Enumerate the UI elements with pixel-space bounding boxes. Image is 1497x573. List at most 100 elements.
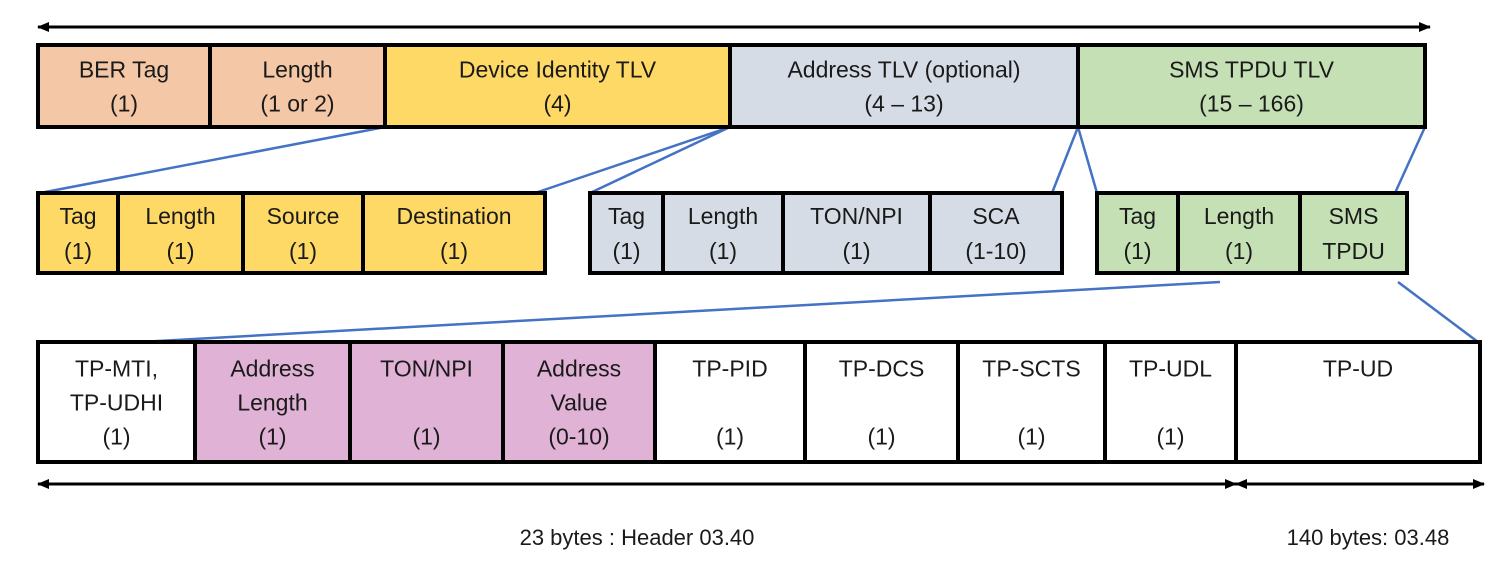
row2a-length-line-1: (1) (166, 238, 194, 264)
row3-ton-npi-cell: TON/NPI (1) (348, 340, 505, 464)
row3-address-length-line-2: (1) (258, 423, 286, 449)
device-identity-tlv-detail: Tag(1)Length(1)Source(1)Destination(1) (36, 191, 547, 275)
row1-ber-tag-line-1: (1) (110, 90, 138, 116)
row1-address-tlv-box (728, 43, 1080, 129)
row2c-sms-tpdu-box (1298, 191, 1409, 275)
row2a-length-cell: Length(1) (116, 191, 245, 275)
row2b-tag-line-1: (1) (612, 238, 640, 264)
row3-tp-scts-box (956, 340, 1107, 464)
row2a-tag-box (36, 191, 120, 275)
row1-length-line-1: (1 or 2) (260, 90, 334, 116)
row2c-length-line-0: Length (1204, 203, 1274, 229)
connector-device-right (534, 125, 731, 195)
connector-sms-left (1076, 126, 1099, 194)
row3-tp-ud-box (1234, 340, 1482, 464)
row1-device-identity-tlv-line-0: Device Identity TLV (459, 56, 657, 82)
row2b-length-cell: Length (1) (661, 191, 785, 275)
row3-tp-scts-line-0: TP-SCTS (982, 355, 1080, 381)
row3-tp-ud-cell: TP-UD (1234, 340, 1482, 464)
row1-ber-tag-cell: BER Tag (1) (36, 43, 212, 129)
row3-tp-udl-cell: TP-UDL (1) (1103, 340, 1238, 464)
row2b-length-line-0: Length (688, 203, 758, 229)
row3-tp-mti-udhi-line-0: TP-MTI, (75, 355, 158, 381)
row3-tp-udl-line-0: TP-UDL (1129, 355, 1212, 381)
row3-tp-pid-box (653, 340, 807, 464)
row2b-sca-line-1: (1-10) (965, 238, 1026, 264)
connector-address-left (589, 125, 731, 195)
row3-ton-npi-line-2: (1) (412, 423, 440, 449)
row2a-source-line-1: (1) (289, 238, 317, 264)
row2a-tag-cell: Tag (1) (36, 191, 120, 275)
row1-sms-tpdu-tlv-box (1076, 43, 1427, 129)
row2a-destination-cell: Destination (1) (361, 191, 547, 275)
row2b-tag-box (588, 191, 665, 275)
row3-address-length-line-1: Length (237, 389, 307, 415)
row2c-sms-tpdu-line-1: TPDU (1322, 238, 1385, 264)
row1-address-tlv-line-1: (4 – 13) (864, 90, 943, 116)
row3-tp-scts-line-2: (1) (1017, 423, 1045, 449)
row3-tp-pid-line-0: TP-PID (692, 355, 767, 381)
row2a-destination-line-0: Destination (396, 203, 511, 229)
row3-tp-pid-line-2: (1) (716, 423, 744, 449)
row3-tp-mti-udhi-cell: TP-MTI, TP-UDHI (1) (36, 340, 197, 464)
row3-tp-dcs-cell: TP-DCS(1) (803, 340, 960, 464)
connector-tpdu-left (139, 280, 1221, 344)
row3-tp-dcs-line-2: (1) (867, 423, 895, 449)
row1-length-line-0: Length (262, 56, 332, 82)
row2a-tag-line-0: Tag (59, 203, 96, 229)
row2b-ton-npi-line-1: (1) (842, 238, 870, 264)
row2b-tag-cell: Tag (1) (588, 191, 665, 275)
ber-tlv-row: BER Tag (1) Length (1 or 2) Device Identity … (36, 43, 1427, 129)
row1-address-tlv-cell: Address TLV (optional) (4 – 13) (728, 43, 1080, 129)
row1-length-cell: Length (1 or 2) (208, 43, 387, 129)
row2a-source-line-0: Source (267, 203, 340, 229)
connector-sms-right (1393, 126, 1427, 194)
row2b-sca-line-0: SCA (972, 203, 1020, 229)
row2c-sms-tpdu-line-0: SMS (1329, 203, 1379, 229)
row2a-tag-line-1: (1) (64, 238, 92, 264)
row2a-destination-line-1: (1) (440, 238, 468, 264)
row2b-sca-box (928, 191, 1064, 275)
payload-length-label: 140 bytes: 03.48 (1287, 525, 1450, 550)
row2a-destination-box (361, 191, 547, 275)
connector-address-right (1050, 126, 1080, 194)
row3-tp-mti-udhi-line-2: (1) (102, 423, 130, 449)
row1-device-identity-tlv-cell: Device Identity TLV(4) (383, 43, 732, 129)
row3-tp-mti-udhi-box (36, 340, 197, 464)
sms-tpdu-fields-row: TP-MTI,TP-UDHI(1)AddressLength(1)TON/NPI… (36, 340, 1482, 464)
row2a-source-cell: Source (1) (241, 191, 365, 275)
row2c-tag-line-1: (1) (1123, 238, 1151, 264)
row3-ton-npi-line-0: TON/NPI (380, 355, 473, 381)
row3-address-value-line-1: Value (550, 389, 607, 415)
row2c-tag-line-0: Tag (1119, 203, 1156, 229)
row2c-length-line-1: (1) (1225, 238, 1253, 264)
address-tlv-detail: Tag (1) Length (1) TON/NPI (1) SCA (1-10) (588, 191, 1064, 275)
row2b-length-line-1: (1) (709, 238, 737, 264)
row3-tp-dcs-box (803, 340, 960, 464)
row3-address-length-box (193, 340, 352, 464)
row1-ber-tag-line-0: BER Tag (79, 56, 169, 82)
row1-device-identity-tlv-box (383, 43, 732, 129)
row1-sms-tpdu-tlv-line-0: SMS TPDU TLV (1169, 56, 1335, 82)
row3-tp-scts-cell: TP-SCTS (1) (956, 340, 1107, 464)
row1-address-tlv-line-0: Address TLV (optional) (787, 56, 1020, 82)
row1-sms-tpdu-tlv-line-1: (15 – 166) (1199, 90, 1304, 116)
row2c-tag-cell: Tag (1) (1095, 191, 1180, 275)
row2b-ton-npi-line-0: TON/NPI (810, 203, 903, 229)
row3-tp-mti-udhi-line-1: TP-UDHI (70, 389, 163, 415)
row1-sms-tpdu-tlv-cell: SMS TPDU TLV (15 – 166) (1076, 43, 1427, 129)
row2c-length-cell: Length (1) (1176, 191, 1302, 275)
row2b-tag-line-0: Tag (608, 203, 645, 229)
row3-tp-udl-line-2: (1) (1156, 423, 1184, 449)
row2b-length-box (661, 191, 785, 275)
row1-length-box (208, 43, 387, 129)
connector-device-left (39, 125, 386, 195)
row3-address-value-line-2: (0-10) (548, 423, 609, 449)
row2b-ton-npi-cell: TON/NPI (1) (781, 191, 932, 275)
row2c-sms-tpdu-cell: SMS TPDU (1298, 191, 1409, 275)
sms-tpdu-tlv-detail: Tag (1) Length (1) SMS TPDU (1095, 191, 1409, 275)
row3-tp-ud-line-0: TP-UD (1323, 355, 1393, 381)
